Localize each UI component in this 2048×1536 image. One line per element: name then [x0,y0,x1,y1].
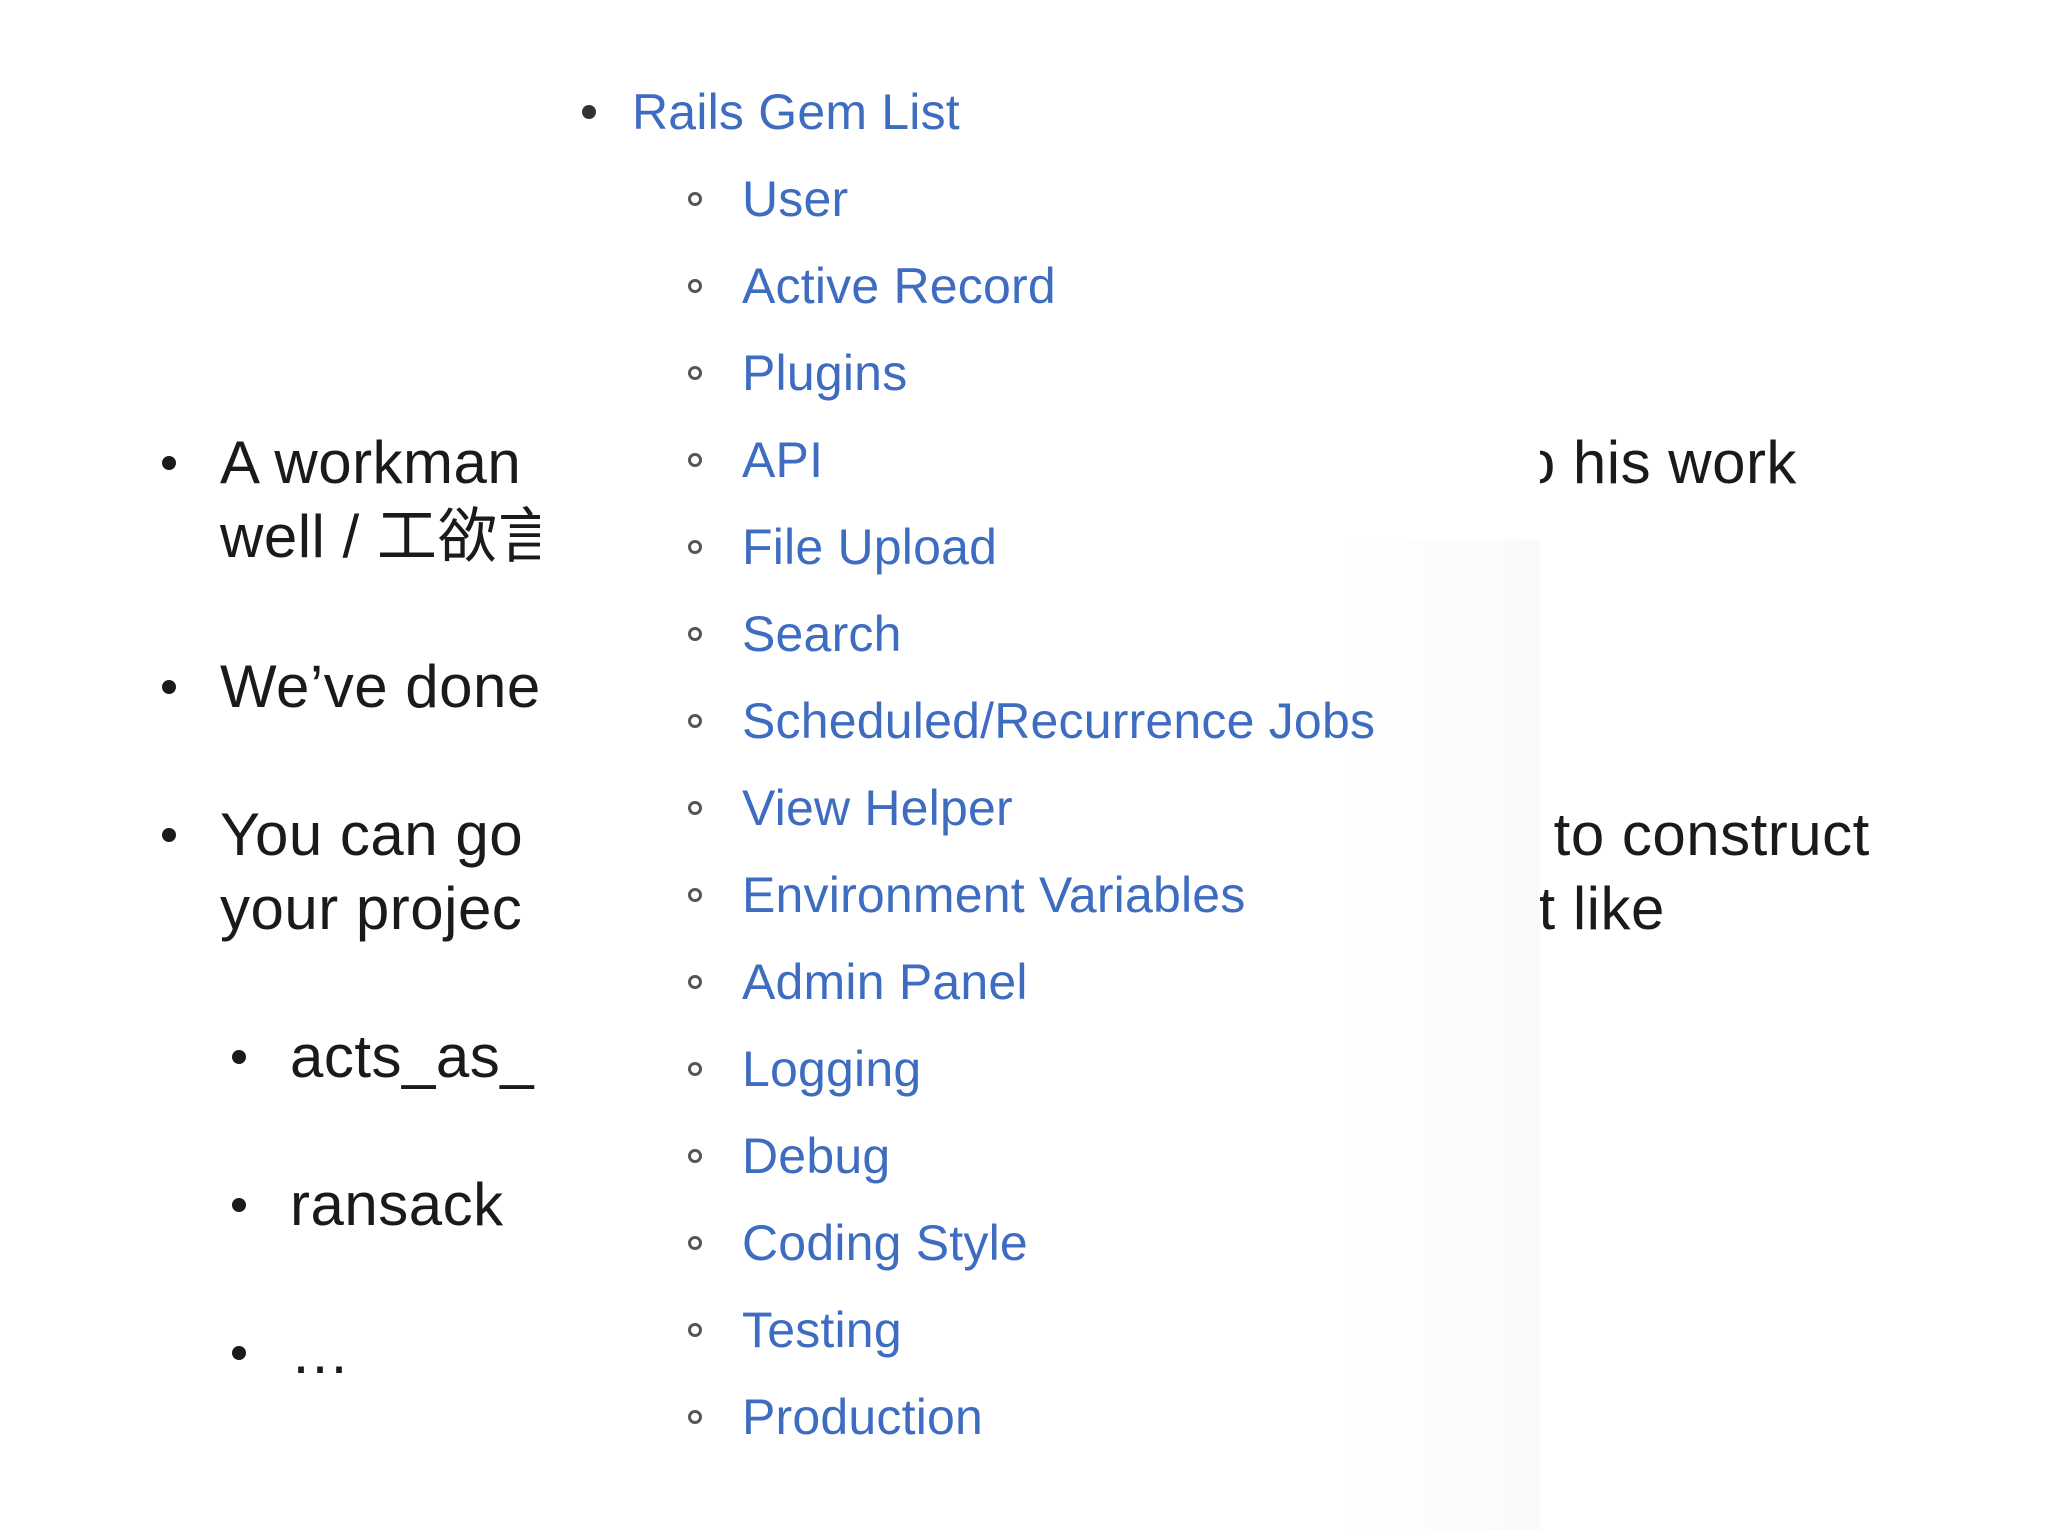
bullet-dot-icon [582,105,596,119]
circle-bullet-icon [688,975,702,989]
gem-link[interactable]: File Upload [742,519,998,575]
circle-bullet-icon [688,1062,702,1076]
circle-bullet-icon [688,888,702,902]
gem-list-panel-shadow [1340,540,1540,1530]
gem-link[interactable]: Admin Panel [742,954,1028,1010]
gem-list-item-api[interactable]: API [688,428,824,492]
gem-list-item-debug[interactable]: Debug [688,1124,891,1188]
gem-link[interactable]: Plugins [742,345,908,401]
gem-link[interactable]: Environment Variables [742,867,1246,923]
slide-bullet-2-line-1: We’ve done [220,653,541,720]
gem-link[interactable]: Logging [742,1041,922,1097]
circle-bullet-icon [688,1149,702,1163]
gem-link[interactable]: Active Record [742,258,1056,314]
circle-bullet-icon [688,714,702,728]
slide-bullet-dot [162,456,176,470]
circle-bullet-icon [688,1236,702,1250]
gem-list-item-search[interactable]: Search [688,602,902,666]
gem-list-item-environment-variables[interactable]: Environment Variables [688,863,1246,927]
circle-bullet-icon [688,1323,702,1337]
circle-bullet-icon [688,279,702,293]
gem-link[interactable]: Scheduled/Recurrence Jobs [742,693,1376,749]
slide-sub-bullet-2: ransack [290,1171,504,1238]
gem-link[interactable]: Search [742,606,902,662]
gem-link[interactable]: Testing [742,1302,902,1358]
slide-bullet-dot [162,680,176,694]
gem-list-item-active-record[interactable]: Active Record [688,254,1056,318]
slide-bullet-dot [162,828,176,842]
gem-list-item-production[interactable]: Production [688,1385,984,1449]
gem-link[interactable]: API [742,432,824,488]
slide-sub-bullet-dot [232,1050,246,1064]
circle-bullet-icon [688,192,702,206]
gem-link[interactable]: View Helper [742,780,1013,836]
gem-list-item-admin-panel[interactable]: Admin Panel [688,950,1028,1014]
slide-sub-bullet-dot [232,1198,246,1212]
gem-link[interactable]: Production [742,1389,984,1445]
slide-sub-bullet-1: acts_as_ [290,1023,535,1090]
circle-bullet-icon [688,801,702,815]
gem-list-item-coding-style[interactable]: Coding Style [688,1211,1028,1275]
gem-link[interactable]: User [742,171,849,227]
gem-list-item-testing[interactable]: Testing [688,1298,902,1362]
circle-bullet-icon [688,540,702,554]
gem-list-title-link[interactable]: Rails Gem List [632,84,960,140]
slide-bullet-1-line-2: well / 工欲言 [220,503,559,570]
circle-bullet-icon [688,1410,702,1424]
slide-bullet-3-line-1: You can go [220,801,524,868]
gem-list-item-scheduled-jobs[interactable]: Scheduled/Recurrence Jobs [688,689,1376,753]
gem-list-item-file-upload[interactable]: File Upload [688,515,998,579]
slide-bullet-3-line-1-right: v to construct [1506,801,1870,868]
gem-list-item-logging[interactable]: Logging [688,1037,922,1101]
slide-sub-bullet-dot [232,1346,246,1360]
gem-link[interactable]: Debug [742,1128,891,1184]
circle-bullet-icon [688,627,702,641]
slide-bullet-1-line-1: A workman [220,429,522,496]
gem-list-item-user[interactable]: User [688,167,849,231]
circle-bullet-icon [688,366,702,380]
slide-sub-bullet-3: … [290,1319,351,1386]
slide-bullet-1-line-1-right: lo his work [1508,429,1797,496]
gem-list-panel-edge [1470,40,1540,400]
circle-bullet-icon [688,453,702,467]
gem-list-title-row: Rails Gem List [582,80,960,144]
slide-bullet-3-line-2: your projec [220,875,523,942]
gem-link[interactable]: Coding Style [742,1215,1028,1271]
gem-list-item-view-helper[interactable]: View Helper [688,776,1013,840]
gem-list-item-plugins[interactable]: Plugins [688,341,908,405]
